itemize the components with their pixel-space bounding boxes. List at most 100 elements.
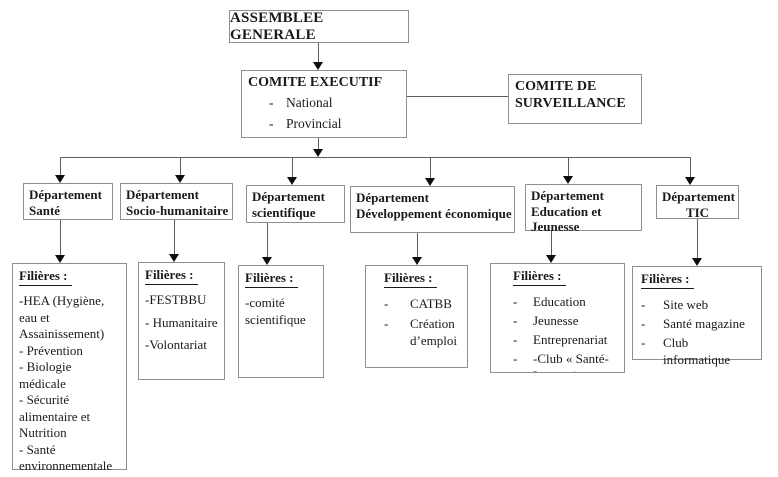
filieres-header: Filières : xyxy=(145,267,198,285)
dash-bullet: - xyxy=(269,95,274,110)
filiere-item: - CATBB xyxy=(384,295,461,312)
dash-bullet: - xyxy=(384,316,389,331)
arrow-down-icon xyxy=(412,257,422,265)
arrow-down-icon xyxy=(685,177,695,185)
filiere-item: -comité scientifique xyxy=(245,295,306,327)
arrow-down-icon xyxy=(546,255,556,263)
filiere-item-label: CATBB xyxy=(410,296,452,311)
dash-bullet: - xyxy=(513,351,518,366)
filiere-item: -Volontariat xyxy=(145,337,207,352)
arrow-down-icon xyxy=(692,258,702,266)
connector-drop-scientifique xyxy=(292,157,293,177)
filiere-item: - Entreprenariat xyxy=(513,331,618,348)
dash-bullet: - xyxy=(269,116,274,131)
dash-bullet: - xyxy=(513,294,518,309)
dept-label: Département xyxy=(126,187,199,202)
arrow-down-icon xyxy=(55,175,65,183)
filiere-item: - Biologie médicale xyxy=(19,359,72,391)
arrow-down-icon xyxy=(425,178,435,186)
connector-sante-filieres xyxy=(60,220,61,255)
connector-dev-eco-filieres xyxy=(417,233,418,257)
filiere-item: -HEA (Hygiène, eau et Assainissement) xyxy=(19,293,105,341)
arrow-down-icon xyxy=(169,254,179,262)
dept-education-jeunesse-box: Département Education et Jeunesse xyxy=(525,184,642,234)
dash-bullet: - xyxy=(513,313,518,328)
list-item-label: Provincial xyxy=(286,116,342,131)
filiere-item-label: Création d’emploi xyxy=(410,316,457,348)
connector-drop-tic xyxy=(690,157,691,177)
filiere-item: -FESTBBU xyxy=(145,292,207,307)
list-item: - Provincial xyxy=(269,113,400,134)
dept-scientifique-box: Département scientifique xyxy=(246,185,345,223)
comite-executif-list: - National - Provincial xyxy=(248,92,400,134)
assemblee-generale-box: ASSEMBLEE GENERALE xyxy=(229,10,409,43)
dept-label: Jeunesse xyxy=(531,219,580,234)
filieres-developpement-economique-box: Filières : - CATBB - Création d’emploi xyxy=(365,265,468,368)
filiere-item-label: -Club « Santé- Innovation » xyxy=(533,351,609,372)
connector-education-filieres xyxy=(551,231,552,255)
filieres-header: Filières : xyxy=(19,268,72,286)
filieres-socio-humanitaire-box: Filières : -FESTBBU - Humanitaire -Volon… xyxy=(138,262,225,380)
connector-ag-to-ce-line xyxy=(318,43,319,63)
dash-bullet: - xyxy=(641,335,646,350)
arrow-down-icon xyxy=(313,62,323,70)
dash-bullet: - xyxy=(513,332,518,347)
arrow-down-icon xyxy=(55,255,65,263)
filiere-item-label: Club informatique xyxy=(663,335,731,367)
filieres-header: Filières : xyxy=(513,268,566,286)
filiere-item: - Sécurité alimentaire et Nutrition xyxy=(19,392,91,440)
dept-tic-box: Département TIC xyxy=(656,185,739,220)
distribution-line xyxy=(60,157,690,158)
filiere-item-label: Site web xyxy=(663,297,709,312)
filieres-sante-box: Filières : -HEA (Hygiène, eau et Assaini… xyxy=(12,263,127,473)
list-item-label: National xyxy=(286,95,333,110)
connector-drop-education xyxy=(568,157,569,176)
filiere-item: - Humanitaire xyxy=(145,314,218,330)
list-item: - National xyxy=(269,92,400,113)
filiere-item-label: Entreprenariat xyxy=(533,332,608,347)
comite-surveillance-box: COMITE DE SURVEILLANCE xyxy=(508,74,642,124)
filieres-header: Filières : xyxy=(641,271,694,289)
dept-label: Socio-humanitaire xyxy=(126,202,229,218)
filiere-item: - Santé environnementale xyxy=(19,441,113,474)
arrow-down-icon xyxy=(262,257,272,265)
comite-surveillance-label: COMITE DE SURVEILLANCE xyxy=(515,79,626,111)
connector-drop-sante xyxy=(60,157,61,175)
filiere-item: - Santé magazine xyxy=(641,315,755,332)
dept-label: scientifique xyxy=(252,204,316,220)
filieres-header: Filières : xyxy=(384,270,437,288)
comite-executif-box: COMITE EXECUTIF - National - Provincial xyxy=(241,70,407,138)
dept-label: Département xyxy=(252,189,325,204)
dept-label: TIC xyxy=(685,204,710,220)
dept-label: Département xyxy=(531,188,604,203)
connector-socio-filieres xyxy=(174,220,175,254)
connector-drop-dev-eco xyxy=(430,157,431,178)
dept-label: Education et xyxy=(531,203,602,219)
filieres-education-jeunesse-box: Filières : - Education - Jeunesse - Entr… xyxy=(490,263,625,373)
dash-bullet: - xyxy=(384,296,389,311)
dept-developpement-economique-box: Département Développement économique xyxy=(350,186,515,233)
filieres-header: Filières : xyxy=(245,270,298,288)
connector-ce-down-line xyxy=(318,138,319,150)
comite-executif-title: COMITE EXECUTIF xyxy=(248,75,383,90)
filieres-scientifique-box: Filières : -comité scientifique xyxy=(238,265,324,378)
dept-sante-box: Département Santé xyxy=(23,183,113,220)
filiere-item: - Education xyxy=(513,293,618,310)
connector-scientifique-filieres xyxy=(267,223,268,257)
filiere-item: - Prévention xyxy=(19,342,83,358)
dash-bullet: - xyxy=(641,297,646,312)
dept-label: Développement économique xyxy=(356,205,512,221)
arrow-down-icon xyxy=(287,177,297,185)
filiere-item: - -Club « Santé- Innovation » xyxy=(513,350,618,372)
arrow-down-icon xyxy=(313,149,323,157)
connector-tic-filieres xyxy=(697,219,698,258)
filiere-item: - Club informatique xyxy=(641,334,755,368)
filiere-item: - Jeunesse xyxy=(513,312,618,329)
assemblee-generale-label: ASSEMBLEE GENERALE xyxy=(230,9,324,43)
connector-drop-socio xyxy=(180,157,181,175)
dash-bullet: - xyxy=(641,316,646,331)
filiere-item-label: Santé magazine xyxy=(663,316,745,331)
dept-label: Département xyxy=(29,187,102,202)
filiere-item: - Création d’emploi xyxy=(384,315,461,349)
filiere-item: - Site web xyxy=(641,296,755,313)
